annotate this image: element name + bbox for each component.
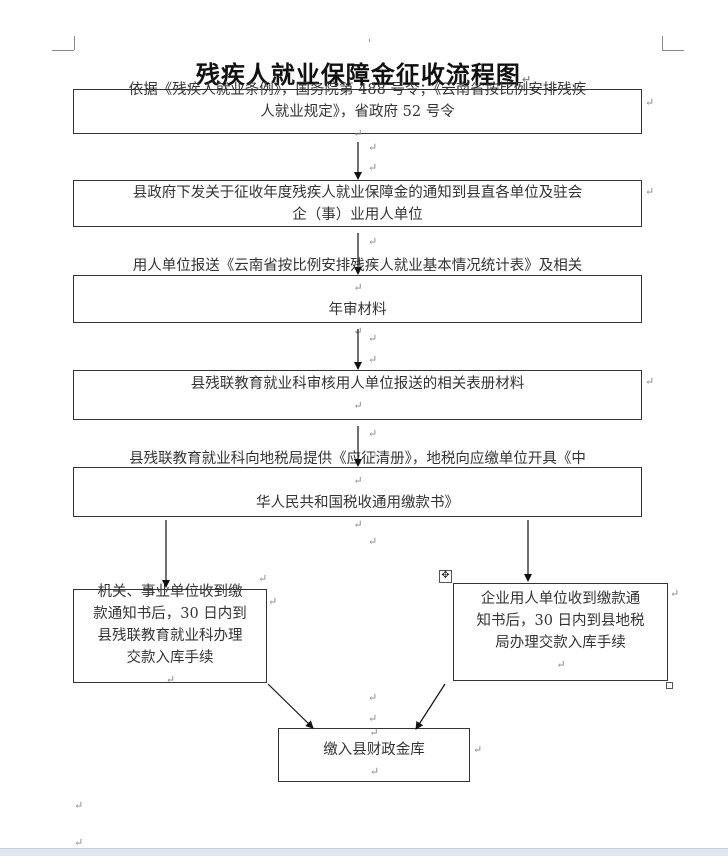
paragraph-mark: ↵	[368, 427, 378, 440]
resize-handle-icon[interactable]	[666, 682, 673, 689]
step-text-line: 局办理交款入库手续↵	[495, 635, 626, 671]
paragraph-mark: ↵	[368, 235, 378, 248]
paragraph-mark: ↵	[670, 587, 680, 600]
crop-mark-top-left	[52, 36, 75, 51]
paragraph-mark: ↵	[645, 96, 655, 109]
step-text-line: 知书后，30 日内到县地税	[476, 613, 645, 629]
paragraph-mark: ↵	[368, 353, 378, 366]
paragraph-mark: ↵	[645, 375, 655, 388]
paragraph-mark: ↵	[74, 799, 84, 812]
paragraph-mark: ↵	[368, 257, 378, 270]
crop-mark-top-right	[662, 36, 684, 51]
step-text-line: 县残联教育就业科办理	[97, 628, 243, 644]
step-text-line: 机关、事业单位收到缴	[97, 584, 243, 600]
paragraph-mark: ↵	[473, 743, 483, 756]
flow-step-review: 县残联教育就业科审核用人单位报送的相关表册材料↵	[73, 370, 642, 420]
paragraph-mark: ↵	[368, 332, 378, 345]
paragraph-mark: ↵	[645, 185, 655, 198]
flow-step-public-units-payment: 机关、事业单位收到缴 款通知书后，30 日内到 县残联教育就业科办理 交款入库手…	[73, 584, 267, 686]
paragraph-mark: ↵	[368, 141, 378, 154]
status-bar	[0, 848, 728, 856]
page-title: 残疾人就业保障金征收流程图↵	[195, 61, 533, 89]
step-text-line: 交款入库手续↵	[126, 650, 214, 686]
step-text-line: 华人民共和国税收通用缴款书》↵	[256, 495, 459, 531]
flow-arrow	[415, 683, 446, 730]
flow-step-treasury: ↵ 缴入县财政金库↵	[278, 726, 470, 782]
paragraph-mark: ↵	[368, 449, 378, 462]
flow-arrow	[267, 683, 314, 729]
step-text-line: 县残联教育就业科审核用人单位报送的相关表册材料↵	[190, 376, 525, 412]
step-text-line: 企（事）业用人单位	[292, 206, 423, 223]
step-text-line: 企业用人单位收到缴款通	[480, 591, 641, 607]
paragraph-mark: ↵	[268, 595, 278, 608]
paragraph-mark: ↵	[74, 836, 84, 849]
flow-step-government-notice: 县政府下发关于征收年度残疾人就业保障金的通知到县直各单位及驻会 企（事）业用人单…	[73, 180, 642, 227]
step-text-line: ↵	[369, 726, 379, 739]
table-move-handle-icon[interactable]: ✥	[439, 570, 452, 583]
step-text-line: 款通知书后，30 日内到	[93, 606, 247, 622]
step-text-line: 缴入县财政金库↵	[323, 742, 425, 778]
paragraph-mark: ↵	[368, 712, 378, 725]
step-text-line: 依据《残疾人就业条例》，国务院第 488 号令；《云南省按比例安排残疾	[128, 81, 587, 98]
flow-step-legal-basis: 依据《残疾人就业条例》，国务院第 488 号令；《云南省按比例安排残疾 人就业规…	[73, 82, 642, 140]
paragraph-mark: '	[368, 37, 372, 50]
paragraph-mark: ↵	[258, 572, 268, 585]
step-text-line: 县政府下发关于征收年度残疾人就业保障金的通知到县直各单位及驻会	[132, 184, 583, 201]
paragraph-mark: ↵	[368, 691, 378, 704]
flow-step-enterprise-payment: 企业用人单位收到缴款通 知书后，30 日内到县地税 局办理交款入库手续↵	[453, 583, 668, 681]
step-text-line: 人就业规定》，省政府 52 号令↵	[260, 103, 455, 140]
flow-step-employer-report: 用人单位报送《云南省按比例安排残疾人就业基本情况统计表》及相关↵ 年审材料↵	[73, 258, 642, 338]
paragraph-mark: ↵	[368, 535, 378, 548]
paragraph-mark: ↵	[368, 161, 378, 174]
